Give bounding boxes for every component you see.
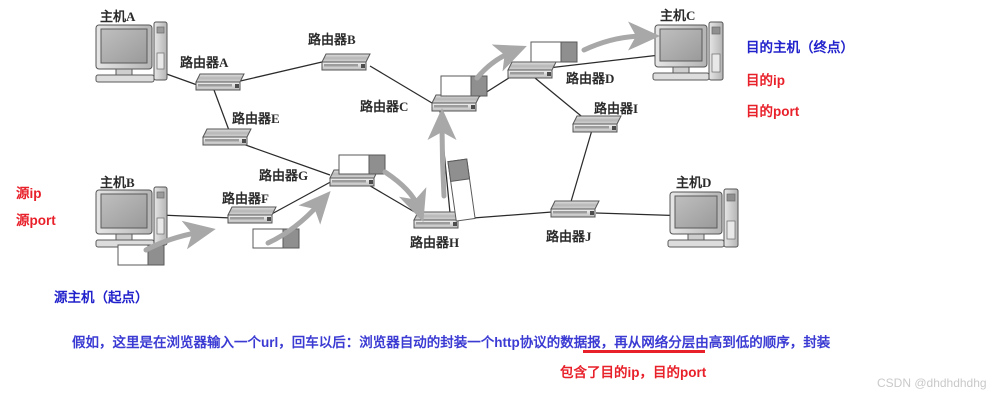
router-e-icon xyxy=(202,128,252,146)
flow-arrows xyxy=(143,21,660,253)
packet-router-c-in-icon xyxy=(440,75,488,97)
caption-line-1-part-1: 假如，这里是在浏览器输入一个url，回车以后：浏览器自动的封装一个 xyxy=(72,335,495,350)
packet-router-d-out-icon xyxy=(530,41,578,63)
label-host-a: 主机A xyxy=(100,9,136,24)
link-router-a-router-b xyxy=(235,61,323,83)
label-router-e: 路由器E xyxy=(232,111,280,126)
router-a-icon xyxy=(195,73,245,91)
annotation-destination-ip: 目的ip xyxy=(746,73,785,88)
host-a-icon xyxy=(95,21,168,83)
arrow-router-c-to-router-d xyxy=(474,44,527,81)
link-router-f-router-g xyxy=(267,178,337,217)
csdn-watermark: CSDN @dhdhdhdhg xyxy=(877,376,987,390)
arrow-host-b-to-router-f xyxy=(143,220,216,253)
label-router-i: 路由器I xyxy=(594,101,639,116)
link-router-d-router-i xyxy=(534,77,587,121)
caption-red-underline xyxy=(583,350,705,353)
annotation-source-ip: 源ip xyxy=(16,186,42,201)
router-i-icon xyxy=(572,115,622,133)
host-c-icon xyxy=(652,21,724,81)
annotation-source-port: 源port xyxy=(16,213,56,228)
link-router-a-router-e xyxy=(213,89,231,134)
label-host-c: 主机C xyxy=(660,8,696,23)
label-router-c: 路由器C xyxy=(360,99,409,114)
link-host-b-router-f xyxy=(159,214,233,219)
label-host-b: 主机B xyxy=(100,175,135,190)
label-router-h: 路由器H xyxy=(410,235,460,250)
caption-line-1-underlined: http协议的数据报 xyxy=(494,335,601,350)
caption-line-1-part-2: ，再从网络分层由高到低的顺序，封装 xyxy=(600,335,831,350)
annotation-destination-port: 目的port xyxy=(746,104,800,119)
router-h-icon xyxy=(413,211,463,229)
link-router-e-router-g xyxy=(239,142,331,176)
router-j-icon xyxy=(550,200,600,218)
label-router-b: 路由器B xyxy=(308,32,356,47)
label-router-g: 路由器G xyxy=(259,168,309,183)
label-router-j: 路由器J xyxy=(546,229,592,244)
label-router-f: 路由器F xyxy=(222,191,269,206)
arrow-router-d-to-host-c xyxy=(581,21,660,53)
host-b-icon xyxy=(95,186,168,248)
arrow-router-g-to-router-h xyxy=(382,169,427,223)
host-d-icon xyxy=(667,188,739,248)
arrow-router-f-to-router-g xyxy=(265,191,331,246)
label-router-a: 路由器A xyxy=(180,55,229,70)
packet-router-h-up-icon xyxy=(447,158,476,222)
link-router-b-router-c xyxy=(369,65,433,104)
annotation-source-host: 源主机（起点） xyxy=(54,290,149,305)
arrow-router-h-to-router-c xyxy=(427,108,457,199)
packet-host-b-out-icon xyxy=(117,244,165,266)
router-f-icon xyxy=(227,206,277,224)
caption-line-2: 包含了目的ip，目的port xyxy=(560,365,707,380)
packet-router-g-in-icon xyxy=(338,154,386,175)
label-router-d: 路由器D xyxy=(566,71,615,86)
annotation-destination-host: 目的主机（终点） xyxy=(746,40,854,55)
router-d-icon xyxy=(507,61,557,79)
router-c-icon xyxy=(431,94,481,112)
link-router-i-router-j xyxy=(569,129,593,206)
caption-line-1: 假如，这里是在浏览器输入一个url，回车以后：浏览器自动的封装一个http协议的… xyxy=(72,331,830,351)
label-host-d: 主机D xyxy=(676,175,712,190)
router-b-icon xyxy=(321,53,371,71)
link-router-d-host-c xyxy=(547,54,661,69)
